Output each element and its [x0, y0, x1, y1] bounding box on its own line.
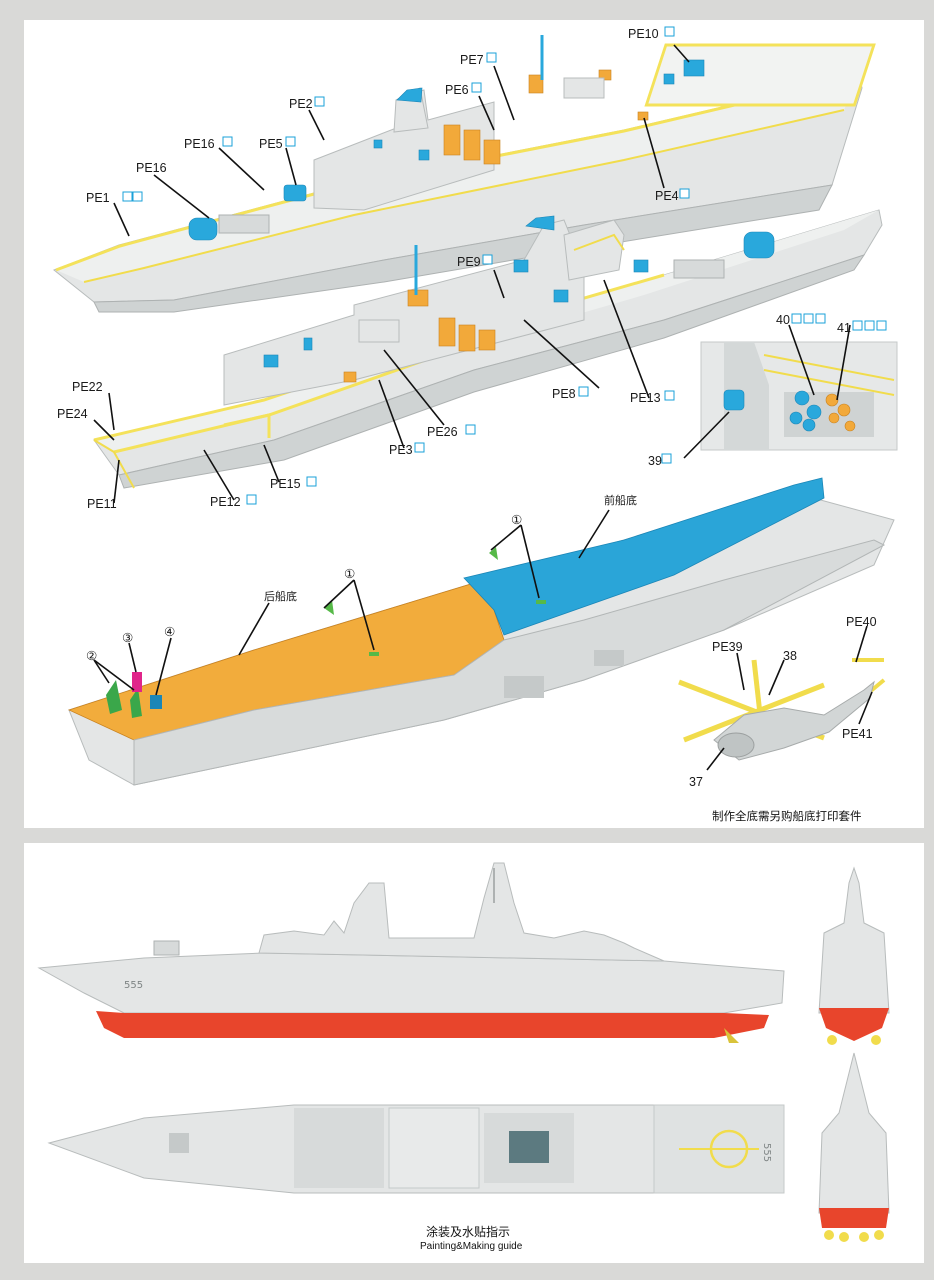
hull-number-deck: 555 [761, 1143, 772, 1162]
label-pe1: PE1 [86, 191, 110, 205]
hull-bottom-view: 后船底 前船底 ① ① ② ③ ④ [67, 477, 895, 786]
label-pe10: PE10 [628, 27, 659, 41]
assembly-diagram: PE1 PE16 PE16 PE5 PE2 PE6 PE7 PE10 PE4 P… [53, 26, 898, 823]
ship-upper [53, 35, 876, 313]
label-front-hull: 前船底 [604, 493, 637, 507]
caption-en: Painting&Making guide [420, 1241, 523, 1252]
label-part-37: 37 [689, 775, 703, 789]
marker-3: ③ [122, 631, 133, 645]
label-part-41: 41 [837, 321, 851, 335]
label-pe7: PE7 [460, 53, 484, 67]
label-pe13: PE13 [630, 391, 661, 405]
leader-lines [93, 44, 851, 504]
label-pe4: PE4 [655, 189, 679, 203]
painting-guide-panel: 555 555 涂装及水贴指示 Painting&Making guide [24, 843, 924, 1263]
label-pe9: PE9 [457, 255, 481, 269]
detail-inset [700, 341, 898, 451]
label-pe41: PE41 [842, 727, 873, 741]
label-pe11: PE11 [87, 497, 117, 511]
helicopter-diagram: PE39 38 PE40 PE41 37 [678, 615, 886, 789]
label-pe16-a: PE16 [136, 161, 167, 175]
label-pe12: PE12 [210, 495, 241, 509]
print-kit-note: 制作全底需另购船底打印套件 [712, 809, 862, 823]
side-profile: 555 [37, 862, 785, 1043]
painting-diagram: 555 555 涂装及水贴指示 Painting&Making guide [37, 862, 890, 1252]
label-pe6: PE6 [445, 83, 469, 97]
label-rear-hull: 后船底 [264, 589, 297, 603]
label-pe5: PE5 [259, 137, 283, 151]
marker-2: ② [86, 649, 97, 663]
label-pe8: PE8 [552, 387, 576, 401]
part-labels: PE1 PE16 PE16 PE5 PE2 PE6 PE7 PE10 PE4 P… [57, 27, 851, 511]
assembly-panel: PE1 PE16 PE16 PE5 PE2 PE6 PE7 PE10 PE4 P… [24, 20, 924, 828]
ship-lower [93, 209, 883, 489]
label-pe26: PE26 [427, 425, 458, 439]
caption-cn: 涂装及水贴指示 [426, 1224, 510, 1239]
marker-4: ④ [164, 625, 175, 639]
label-part-39: 39 [648, 454, 662, 468]
anchor-icon [122, 26, 690, 453]
marker-1-front: ① [511, 513, 522, 527]
top-plan-view: 555 [47, 1104, 785, 1194]
stern-rear-view [818, 1052, 890, 1242]
hull-number-side: 555 [124, 980, 143, 991]
grid-icon [132, 191, 887, 505]
label-pe15: PE15 [270, 477, 301, 491]
label-pe3: PE3 [389, 443, 413, 457]
bow-front-view [818, 866, 890, 1045]
label-pe16-b: PE16 [184, 137, 215, 151]
label-pe22: PE22 [72, 380, 103, 394]
label-pe2: PE2 [289, 97, 313, 111]
label-pe24: PE24 [57, 407, 88, 421]
label-part-38: 38 [783, 649, 797, 663]
marker-1-rear: ① [344, 567, 355, 581]
label-pe40: PE40 [846, 615, 877, 629]
label-part-40: 40 [776, 313, 790, 327]
label-pe39: PE39 [712, 640, 743, 654]
